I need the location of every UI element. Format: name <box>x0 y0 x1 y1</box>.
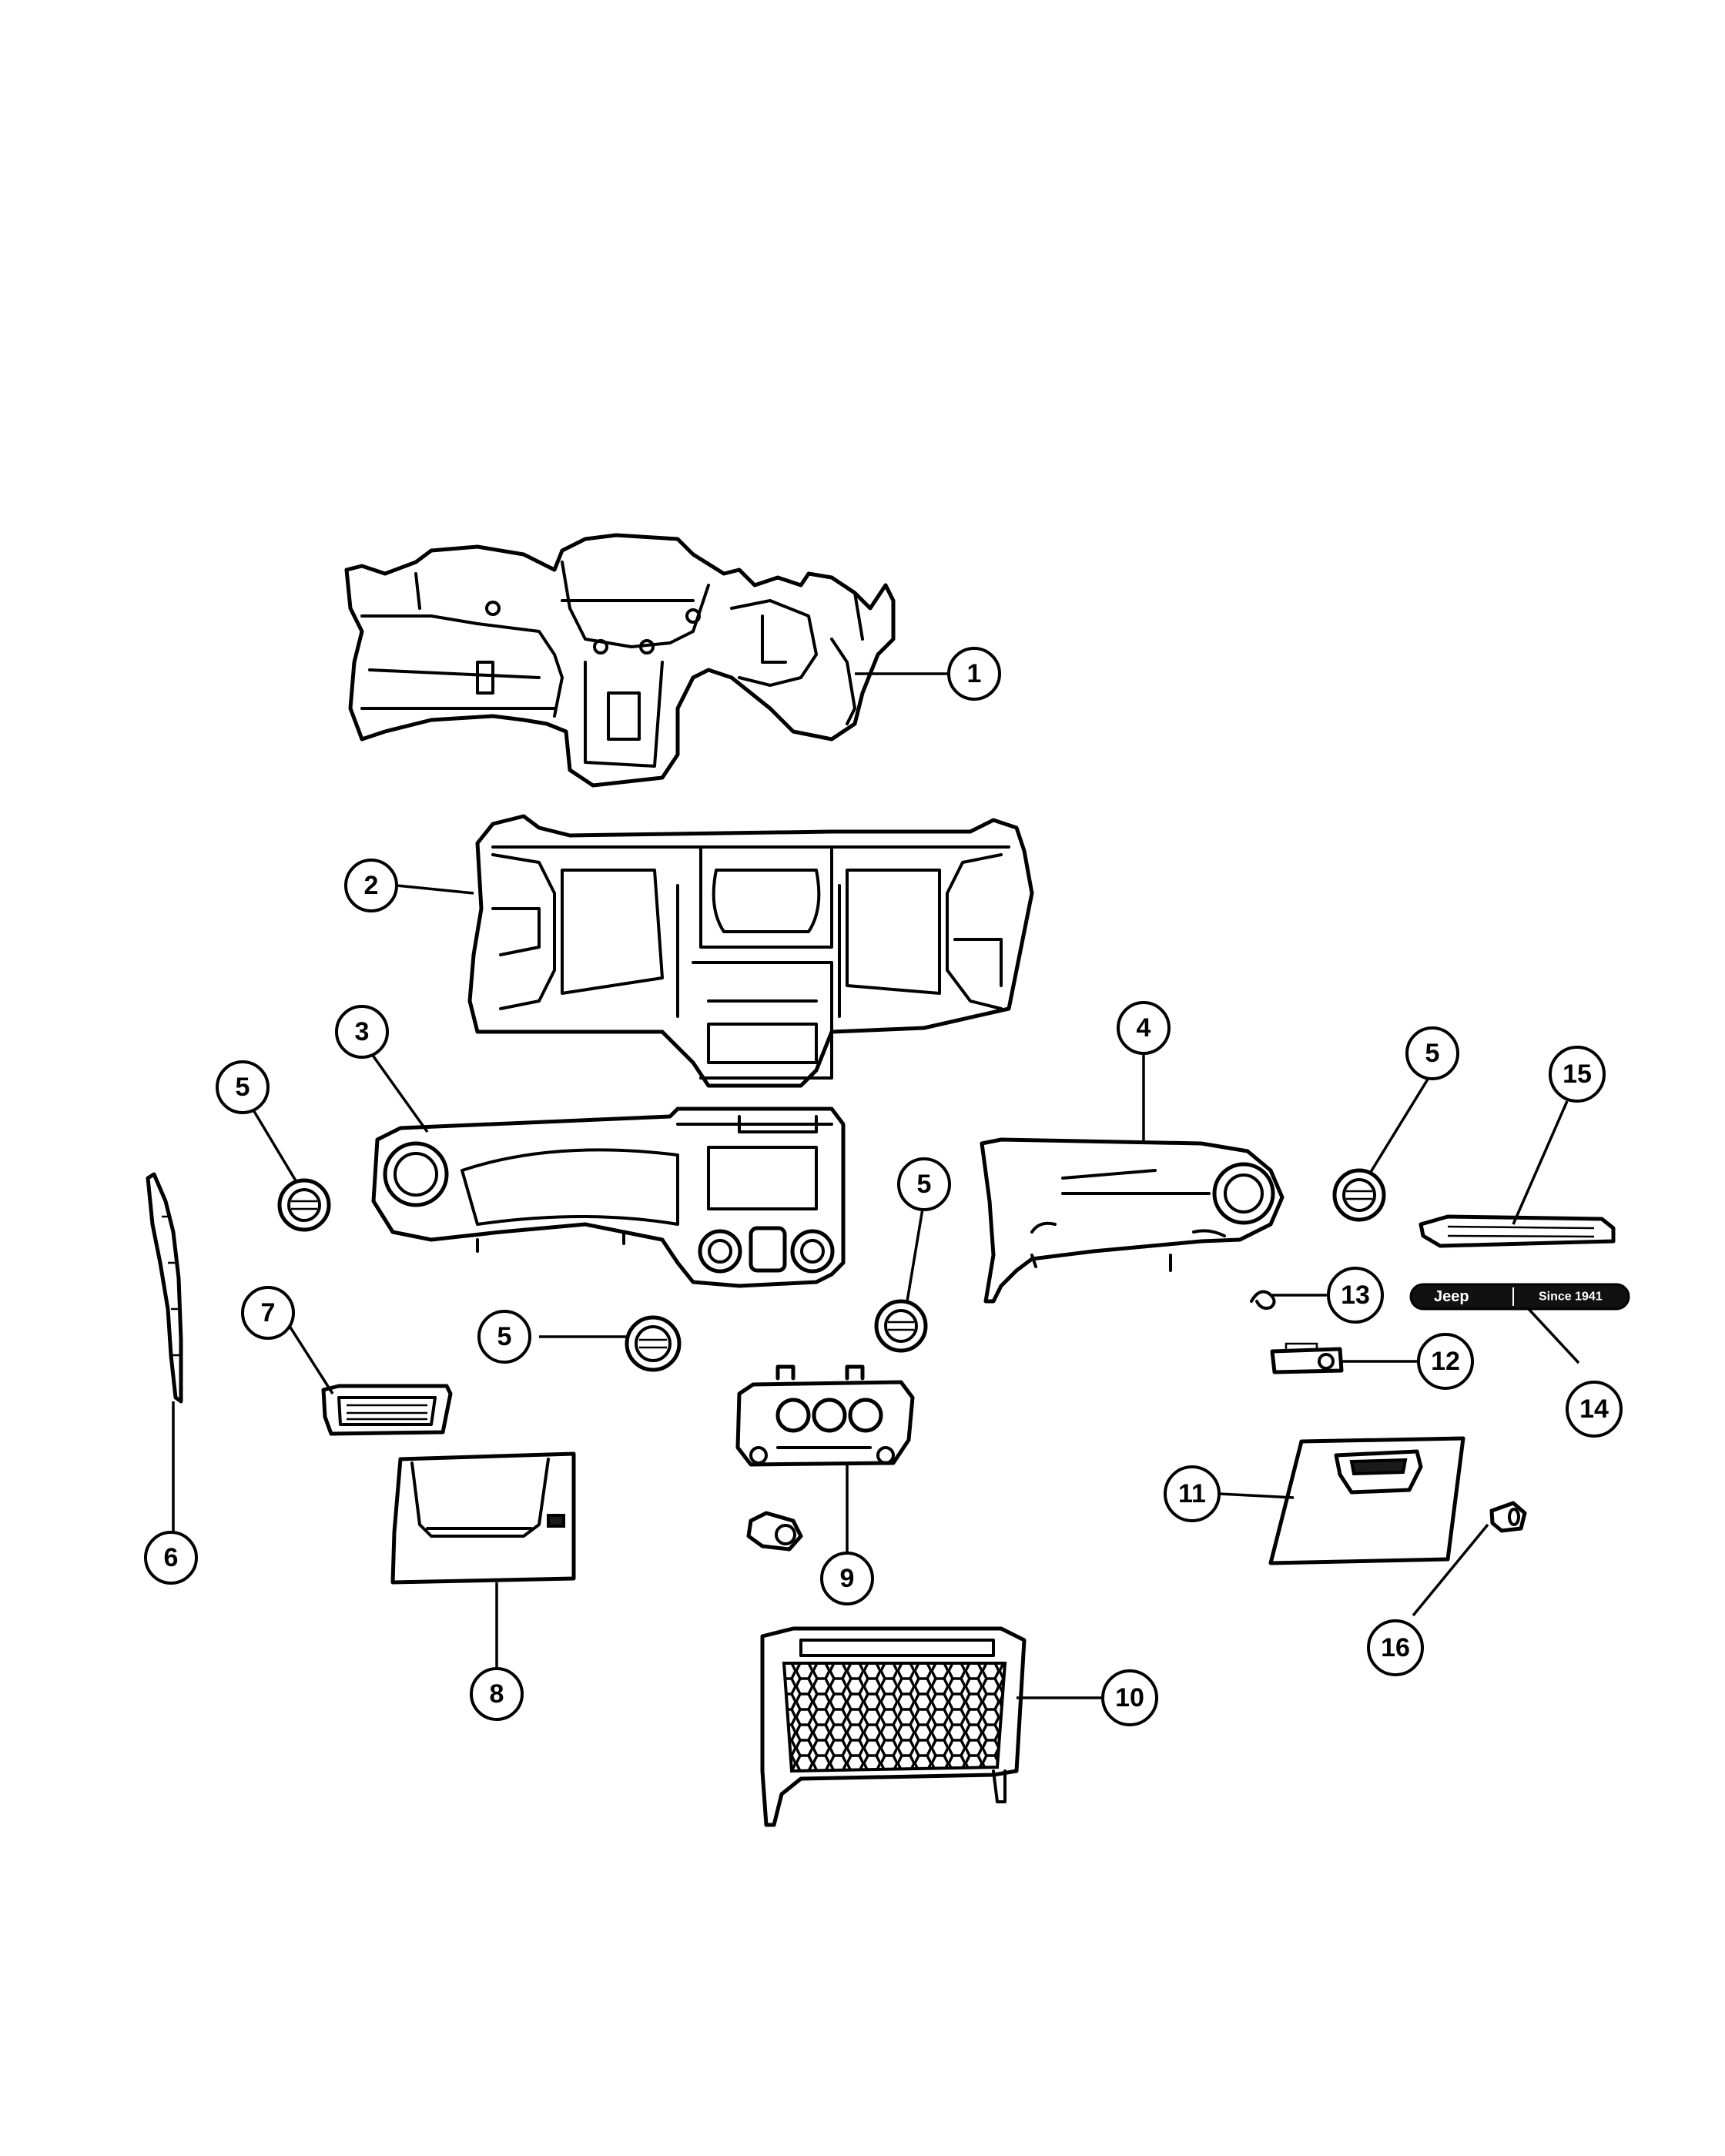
callout-15: 15 <box>1549 1046 1606 1103</box>
part-16-plug <box>1489 1501 1527 1533</box>
callout-4-label: 4 <box>1137 1013 1151 1043</box>
callout-12: 12 <box>1417 1333 1474 1390</box>
callout-14: 14 <box>1566 1381 1623 1438</box>
part-8-lower-trim <box>390 1451 576 1585</box>
part-5-air-outlet-2 <box>1332 1168 1386 1222</box>
callout-16-label: 16 <box>1381 1633 1410 1662</box>
leader-11 <box>1218 1492 1295 1499</box>
badge-since-text: Since 1941 <box>1539 1291 1603 1304</box>
callout-3: 3 <box>335 1005 389 1059</box>
callout-2-label: 2 <box>364 871 379 900</box>
callout-13-label: 13 <box>1341 1281 1370 1310</box>
part-15-grab-handle <box>1419 1214 1616 1248</box>
callout-5c-label: 5 <box>917 1170 932 1199</box>
callout-8: 8 <box>470 1667 524 1721</box>
callout-3-label: 3 <box>355 1017 370 1046</box>
callout-9-label: 9 <box>840 1564 855 1593</box>
leader-5a <box>251 1108 298 1183</box>
callout-5a-label: 5 <box>236 1073 250 1102</box>
part-14-badge: Jeep Since 1941 <box>1409 1283 1630 1311</box>
part-2-instrument-panel-base <box>467 814 1034 1088</box>
callout-8-label: 8 <box>490 1679 504 1709</box>
leader-5b <box>1369 1077 1430 1173</box>
callout-14-label: 14 <box>1579 1394 1609 1424</box>
callout-11-label: 11 <box>1178 1479 1206 1508</box>
part-1-panel-structure <box>344 533 896 788</box>
leader-2 <box>396 884 474 895</box>
callout-15-label: 15 <box>1563 1060 1592 1089</box>
callout-11: 11 <box>1164 1465 1221 1522</box>
callout-10: 10 <box>1101 1669 1158 1726</box>
part-4-passenger-bezel <box>980 1137 1285 1304</box>
callout-6: 6 <box>144 1531 198 1585</box>
callout-5c: 5 <box>897 1157 951 1211</box>
callout-1-label: 1 <box>967 659 982 688</box>
leader-14 <box>1527 1307 1580 1364</box>
callout-1: 1 <box>947 647 1001 701</box>
callout-10-label: 10 <box>1115 1683 1144 1712</box>
part-3-cluster-bezel <box>371 1106 846 1288</box>
callout-7: 7 <box>241 1286 295 1340</box>
part-9-center-stack <box>735 1364 915 1552</box>
callout-5b-label: 5 <box>1425 1039 1440 1068</box>
part-5-air-outlet-3 <box>874 1299 928 1353</box>
callout-5a: 5 <box>216 1060 270 1114</box>
callout-6-label: 6 <box>164 1543 179 1572</box>
part-12-latch <box>1270 1342 1344 1374</box>
part-7-switch-bezel <box>321 1384 453 1436</box>
leader-3 <box>368 1050 429 1133</box>
part-10-storage-bin <box>760 1626 1027 1827</box>
leader-5c <box>906 1208 924 1302</box>
callout-7-label: 7 <box>261 1298 276 1327</box>
part-11-glove-box-door <box>1268 1436 1465 1565</box>
badge-jeep-text: Jeep <box>1434 1288 1469 1305</box>
part-13-clip <box>1250 1290 1276 1310</box>
callout-5d-label: 5 <box>497 1322 512 1351</box>
part-5-air-outlet-1 <box>277 1178 331 1232</box>
callout-5d: 5 <box>477 1310 531 1364</box>
callout-16: 16 <box>1367 1619 1424 1676</box>
leader-15 <box>1512 1100 1569 1225</box>
callout-2: 2 <box>344 859 398 912</box>
callout-13: 13 <box>1327 1267 1384 1324</box>
callout-9: 9 <box>820 1552 874 1605</box>
part-5-air-outlet-4 <box>625 1315 682 1372</box>
callout-12-label: 12 <box>1431 1347 1460 1376</box>
callout-5b: 5 <box>1405 1026 1459 1080</box>
part-6-trim-strip <box>146 1172 183 1404</box>
leader-16 <box>1412 1523 1489 1617</box>
callout-4: 4 <box>1117 1001 1171 1055</box>
